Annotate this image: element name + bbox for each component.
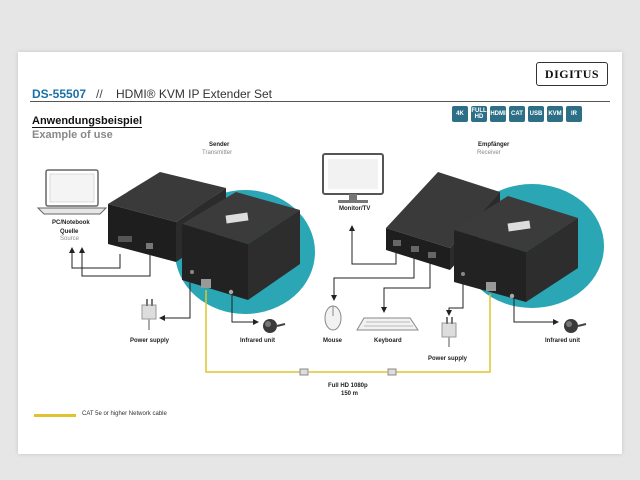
receiver-sublabel: Receiver — [477, 150, 501, 156]
pc-source-label: Source — [60, 236, 80, 242]
keyboard-label: Keyboard — [374, 338, 402, 344]
ir-unit-right — [564, 319, 587, 333]
ir-icon: IR — [566, 106, 582, 122]
model-number: DS-55507 — [32, 87, 87, 101]
infrared-right-label: Infrared unit — [545, 338, 581, 344]
section-title-en: Example of use — [32, 129, 113, 141]
receiver-device-front — [454, 196, 578, 302]
rj45-port — [201, 279, 211, 288]
power-plug-right — [441, 317, 457, 347]
cable-spec-label: Full HD 1080p — [328, 383, 368, 389]
cat-icon: CAT — [509, 106, 525, 122]
sender-label: Sender — [209, 142, 230, 148]
receiver-label: Empfänger — [478, 142, 510, 148]
monitor-icon — [322, 153, 384, 203]
legend-text: CAT 5e or higher Network cable — [82, 411, 167, 417]
hdmi-port — [118, 236, 132, 242]
usb-icon: USB — [528, 106, 544, 122]
brand-logo: DIGITUS — [536, 62, 608, 86]
connection-lines — [69, 225, 559, 325]
power-plug-left — [141, 299, 157, 330]
pc-quelle-label: Quelle — [60, 229, 79, 235]
product-name: HDMI® KVM IP Extender Set — [116, 87, 273, 101]
monitor-label: Monitor/TV — [339, 206, 371, 212]
infrared-left-label: Infrared unit — [240, 338, 276, 344]
cable-length-label: 150 m — [341, 391, 359, 397]
title-separator: // — [96, 87, 103, 101]
power-supply-right-label: Power supply — [428, 356, 468, 362]
usb-port — [146, 243, 153, 249]
mouse-label: Mouse — [323, 338, 343, 344]
power-supply-left-label: Power supply — [130, 338, 170, 344]
ir-unit-left — [263, 319, 286, 333]
pc-label: PC/Notebook — [52, 220, 90, 226]
cable-connector-left — [299, 368, 309, 376]
transmitter-device-front — [182, 192, 300, 300]
keyboard-icon — [356, 317, 419, 331]
header-divider — [30, 101, 610, 102]
full-hd-icon: FULL HD — [471, 106, 487, 122]
sender-sublabel: Transmitter — [202, 150, 233, 156]
kvm-icon: KVM — [547, 106, 563, 122]
video-icon: 4K — [452, 106, 468, 122]
mouse-icon — [324, 305, 342, 331]
feature-icons: 4K FULL HD HDMI CAT USB KVM IR — [452, 106, 582, 122]
section-title-de: Anwendungsbeispiel — [32, 115, 143, 128]
legend-swatch — [34, 414, 76, 417]
cable-connector-right — [387, 368, 397, 376]
hdmi-icon: HDMI — [490, 106, 506, 122]
network-cable — [205, 290, 491, 373]
laptop-icon — [36, 169, 108, 215]
